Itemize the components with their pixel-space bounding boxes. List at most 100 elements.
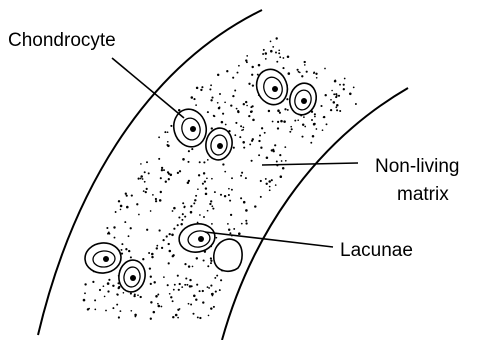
- matrix-dot: [106, 227, 108, 229]
- matrix-dot: [339, 84, 341, 86]
- matrix-dot: [230, 104, 232, 106]
- matrix-dot: [193, 295, 196, 298]
- matrix-dot: [219, 93, 221, 95]
- matrix-dot: [251, 160, 253, 162]
- matrix-dot: [165, 181, 167, 183]
- matrix-dot: [187, 161, 189, 163]
- matrix-dot: [177, 275, 179, 277]
- matrix-dot: [124, 221, 126, 223]
- matrix-dot: [119, 310, 121, 312]
- matrix-dot: [338, 95, 340, 97]
- matrix-dot: [163, 169, 165, 171]
- inner-boundary: [222, 88, 408, 340]
- matrix-dot: [272, 121, 274, 123]
- matrix-dot: [105, 310, 107, 312]
- matrix-dot: [232, 77, 234, 79]
- matrix-dot: [131, 195, 133, 197]
- matrix-dot: [177, 317, 179, 319]
- matrix-dot: [158, 229, 160, 231]
- matrix-dot: [209, 88, 211, 90]
- matrix-dot: [150, 318, 152, 320]
- matrix-dot: [269, 189, 271, 191]
- matrix-dot: [207, 111, 209, 113]
- matrix-dot: [193, 202, 195, 204]
- matrix-dot: [157, 294, 159, 296]
- matrix-dot: [333, 93, 335, 95]
- matrix-dot: [155, 200, 157, 202]
- matrix-dot: [315, 73, 317, 75]
- matrix-dot: [331, 90, 333, 92]
- matrix-dot: [149, 267, 151, 269]
- matrix-dot: [205, 193, 208, 196]
- matrix-dot: [284, 146, 286, 148]
- matrix-dot: [210, 285, 212, 287]
- matrix-dot: [199, 290, 201, 292]
- matrix-dot: [343, 88, 345, 90]
- matrix-dot: [202, 301, 204, 303]
- matrix-dot: [210, 257, 212, 259]
- matrix-dot: [336, 104, 339, 107]
- matrix-dot: [179, 170, 181, 172]
- matrix-dot: [335, 106, 337, 108]
- matrix-dot: [311, 119, 313, 121]
- matrix-dot: [153, 281, 155, 283]
- matrix-dot: [163, 276, 165, 278]
- matrix-dot: [320, 105, 322, 107]
- matrix-dot: [243, 127, 245, 129]
- chondrocyte-cell: [286, 80, 319, 118]
- matrix-dot: [224, 101, 226, 103]
- matrix-dot: [314, 113, 316, 115]
- matrix-dot: [222, 113, 224, 115]
- matrix-dot: [134, 293, 136, 295]
- matrix-dot: [249, 143, 251, 145]
- matrix-dot: [339, 110, 341, 112]
- matrix-dot: [262, 53, 264, 55]
- matrix-dot: [213, 306, 215, 308]
- matrix-dot: [259, 134, 261, 136]
- matrix-dot: [224, 171, 226, 173]
- matrix-dot: [120, 205, 123, 208]
- matrix-dot: [174, 284, 176, 286]
- matrix-dot: [210, 260, 212, 262]
- matrix-dot: [140, 178, 142, 180]
- matrix-dot: [190, 211, 193, 214]
- matrix-dot: [282, 57, 284, 59]
- matrix-dot: [169, 250, 172, 253]
- matrix-dot: [203, 161, 205, 163]
- matrix-dot: [284, 108, 286, 110]
- matrix-dot: [118, 200, 120, 202]
- matrix-dot: [126, 195, 128, 197]
- matrix-dot: [207, 159, 209, 161]
- matrix-dot: [201, 86, 203, 88]
- matrix-dot: [178, 216, 180, 218]
- matrix-dot: [202, 183, 204, 185]
- matrix-dot: [150, 301, 152, 303]
- matrix-dot: [241, 172, 243, 174]
- chondrocyte-label: Chondrocyte: [8, 30, 116, 51]
- matrix-dot: [211, 293, 213, 295]
- matrix-dot: [185, 277, 187, 279]
- matrix-dot: [142, 178, 144, 180]
- matrix-dot: [148, 172, 150, 174]
- matrix-dot: [250, 106, 252, 108]
- matrix-dot: [316, 77, 318, 79]
- matrix-dot: [172, 316, 174, 318]
- matrix-dot: [156, 247, 158, 249]
- matrix-dot: [153, 311, 156, 314]
- matrix-dot: [268, 180, 271, 183]
- matrix-dot: [210, 307, 212, 309]
- matrix-dot: [200, 89, 202, 91]
- matrix-dot: [275, 184, 277, 186]
- matrix-dot: [123, 292, 125, 294]
- matrix-dot: [324, 68, 326, 70]
- matrix-dot: [302, 124, 304, 126]
- chondrocyte-cell: [252, 65, 293, 109]
- matrix-dot: [246, 105, 248, 107]
- matrix-dot: [83, 299, 86, 302]
- matrix-dot: [171, 234, 174, 237]
- matrix-dot: [150, 276, 152, 278]
- matrix-dot: [175, 314, 178, 317]
- chondrocyte-cell: [116, 258, 147, 294]
- matrix-dot: [118, 316, 120, 318]
- matrix-dot: [166, 235, 168, 237]
